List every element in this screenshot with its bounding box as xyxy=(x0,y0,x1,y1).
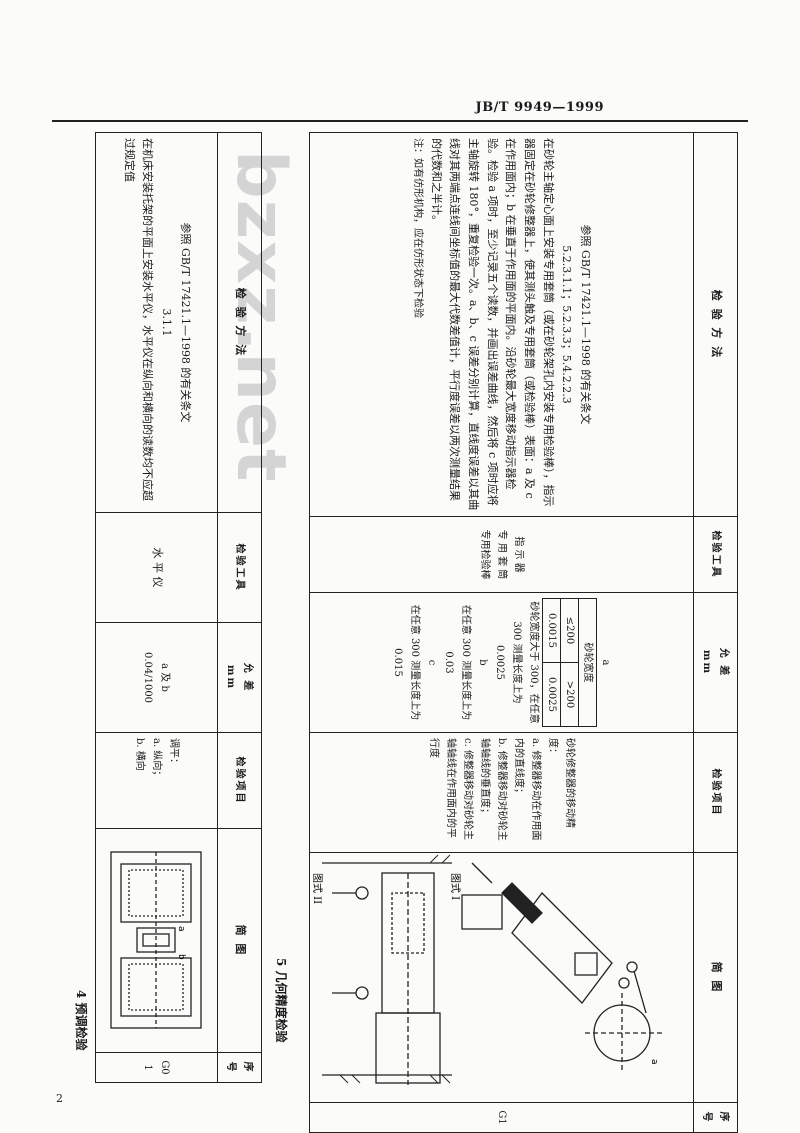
g1-item-line-3: b. 修整器移动对砂轮主轴轴线的垂直度； xyxy=(479,738,507,841)
g1-col-item-head: 检验项目 xyxy=(693,732,738,853)
col-figure-head: 简 图 xyxy=(217,828,262,1053)
g1-method-text: 在砂轮主轴定心面上安装专用套筒（或在砂轮架孔内安装专用检验棒），指示器固定在砂轮… xyxy=(429,138,555,511)
g01-item: 调平： a. 纵向； b. 横向 xyxy=(95,732,218,829)
col-tool-head: 检验工具 xyxy=(217,512,262,623)
g1-item: 砂轮修整器的移动精度： a. 修整器移动在作用面内的直线度； b. 修整器移动对… xyxy=(309,732,694,853)
section-4-title: 4 预调检验 xyxy=(74,990,88,1051)
page-header-standard: JB/T 9949—1999 xyxy=(475,100,604,115)
g1-tol-b-val2: 0.03 xyxy=(443,651,454,674)
g1-tol-b-label: b xyxy=(477,659,488,666)
g1-tolerance: a 砂轮宽度 ≤200 >200 0.0015 0.0025 砂轮宽度大于 30… xyxy=(309,592,694,733)
g1-col-figure-head: 简 图 xyxy=(693,852,738,1103)
g1-tol-c-label: c xyxy=(426,659,437,666)
g01-figure-cell: a b xyxy=(95,828,218,1053)
g01-tolerance: a 及 b 0.04/1000 xyxy=(95,622,218,733)
g1-tol-val-le: 0.0015 xyxy=(542,598,561,663)
g1-tol-width-le: ≤200 xyxy=(560,598,579,663)
level-diagram: a b xyxy=(110,851,203,1029)
g1-method-cell: 参照 GB/T 17421.1—1998 的有关条文 5.2.3.1.1；5.2… xyxy=(309,132,694,517)
header-rule xyxy=(52,120,748,122)
g01-method-cell: 参照 GB/T 17421.1—1998 的有关条文 3.1.1 在机床安装托架… xyxy=(95,132,218,513)
section-5-table-wrapper: 检 验 方 法 检验工具 允 差 mm 检验项目 简 图 序号 参照 GB/T … xyxy=(309,132,738,1133)
g1-tool-sleeve: 专 用 套 筒 xyxy=(496,529,507,580)
col-seq-head: 序号 xyxy=(217,1052,262,1083)
g1-figure-cell: a 图式 I 图式 II xyxy=(309,852,694,1103)
g1-id: G1 xyxy=(309,1102,694,1133)
page-number: 2 xyxy=(56,1092,63,1105)
section-4-table: 检 验 方 法 检验工具 允 差 mm 检验项目 简 图 序号 参照 GB/T … xyxy=(95,132,262,1083)
g01-item-line-2: a. 纵向； xyxy=(151,738,162,781)
g01-method-ref: 参照 GB/T 17421.1—1998 的有关条文 xyxy=(178,222,192,423)
g1-method-clause: 5.2.3.1.1；5.2.3.3；5.4.2.2.3 xyxy=(560,245,574,404)
level-label-b: b xyxy=(177,954,187,960)
g1-tol-c-text: 在任意 300 测量长度上为 xyxy=(409,604,420,721)
g01-item-line-1: 调平： xyxy=(168,738,179,768)
g1-item-line-2: a. 修整器移动在作用面内的直线度； xyxy=(513,738,541,841)
g01-tol-line-1: a 及 b xyxy=(159,663,171,692)
g01-tol-line-2: 0.04/1000 xyxy=(142,651,154,704)
g1-col-method-head: 检 验 方 法 xyxy=(693,132,738,517)
section-5-table: 检 验 方 法 检验工具 允 差 mm 检验项目 简 图 序号 参照 GB/T … xyxy=(309,132,738,1133)
g1-tool-test-bar: 专用检验棒 xyxy=(479,529,490,580)
col-item-head: 检验项目 xyxy=(217,732,262,829)
g01-id: G01 xyxy=(95,1052,218,1083)
section-5-title: 5 几何精度检验 xyxy=(274,958,288,1043)
g1-item-line-1: 砂轮修整器的移动精度： xyxy=(547,738,575,828)
g1-tol-a-label: a xyxy=(600,659,611,666)
g01-method-text: 在机床安装托架的平面上安装水平仪，水平仪在纵向和横向的读数均不应超过规定值 xyxy=(122,138,155,501)
g1-tol-note: 砂轮宽度大于 300，在任意 300 测量长度上为 xyxy=(511,601,539,724)
fig1-label: 图式 I xyxy=(450,873,463,900)
g1-col-tool-head: 检验工具 xyxy=(693,516,738,593)
section-4-table-wrapper: 检 验 方 法 检验工具 允 差 mm 检验项目 简 图 序号 参照 GB/T … xyxy=(95,132,262,1083)
g1-tol-width-gt: >200 xyxy=(560,662,579,727)
dresser-diagram: a 图式 I 图式 II xyxy=(312,854,663,1085)
g1-tol-b-text: 在任意 300 测量长度上为 xyxy=(460,604,471,721)
g01-tool: 水 平 仪 xyxy=(95,512,218,623)
col-method-head: 检 验 方 法 xyxy=(217,132,262,513)
g1-tol-wheel-width: 砂轮宽度 xyxy=(578,598,597,727)
g1-tol-c-val: 0.015 xyxy=(392,648,403,677)
g01-method-clause: 3.1.1 xyxy=(160,308,174,337)
level-label-a: a xyxy=(177,926,187,932)
g1-tools: 指 示 器 专 用 套 筒 专用检验棒 xyxy=(309,516,694,593)
g1-tol-val-gt: 0.0025 xyxy=(542,662,561,727)
g1-tol-b-val: 0.0025 xyxy=(494,645,505,680)
fig2-label: 图式 II xyxy=(312,873,325,904)
g1-tool-indicator: 指 示 器 xyxy=(513,536,524,573)
g1-method-note: 注：如有仿形机构，应在仿形状态下检验 xyxy=(411,138,423,318)
g1-tol-width-table: 砂轮宽度 ≤200 >200 0.0015 0.0025 xyxy=(542,598,597,727)
g1-item-line-4: c. 修整器移动对砂轮主轴轴线在作用面内的平行度 xyxy=(428,738,473,840)
g1-col-seq-head: 序号 xyxy=(693,1102,738,1133)
g1-col-tolerance-head: 允 差 mm xyxy=(693,592,738,733)
g01-item-line-3: b. 横向 xyxy=(134,738,145,771)
col-tolerance-head: 允 差 mm xyxy=(217,622,262,733)
dresser-label-a: a xyxy=(650,1059,660,1065)
g1-method-ref: 参照 GB/T 17421.1—1998 的有关条文 xyxy=(579,224,593,425)
